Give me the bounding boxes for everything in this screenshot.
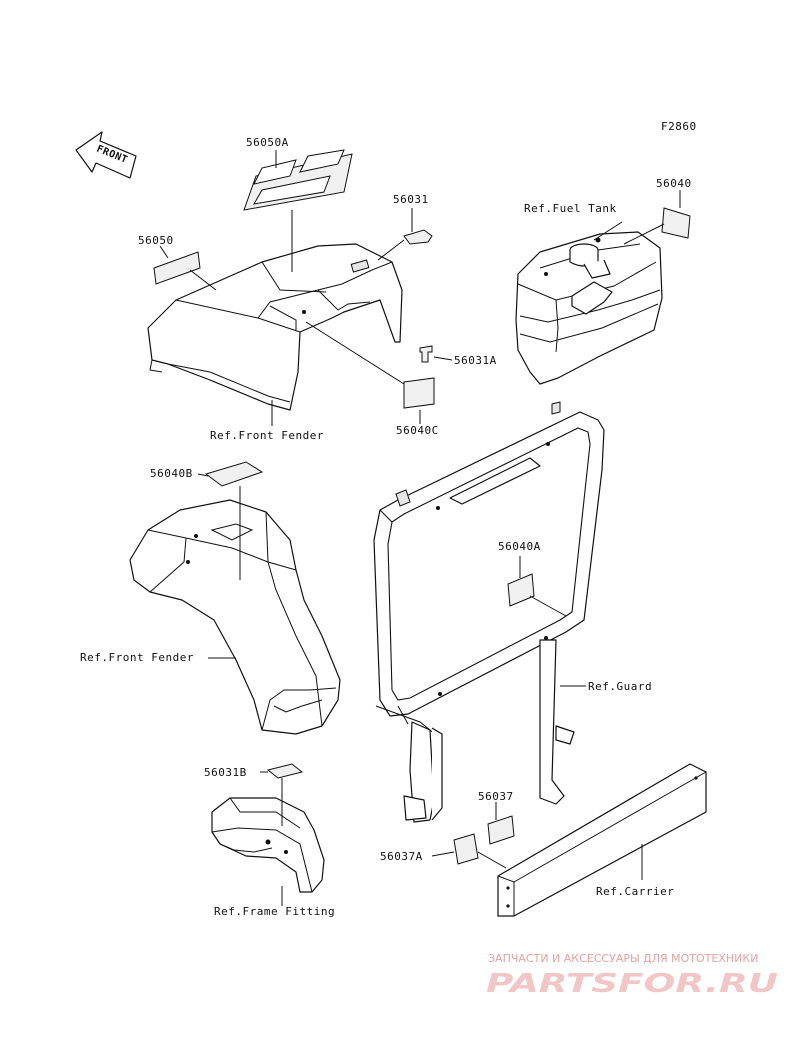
callout-ref-frame-fitting: Ref.Frame Fitting [214,905,335,918]
decal-56031a [419,345,433,363]
callout-56050a: 56050A [246,136,289,149]
callout-56040a: 56040A [498,540,541,553]
front-arrow-icon: FRONT [75,131,137,179]
callout-ref-guard: Ref.Guard [588,680,652,693]
guard [373,401,605,823]
callout-56040: 56040 [656,177,692,190]
decal-56031 [403,229,433,245]
callout-ref-fuel-tank: Ref.Fuel Tank [524,202,617,215]
decal-56040a [507,573,535,607]
decal-56031b [266,763,304,779]
callout-ref-front-fender-top: Ref.Front Fender [210,429,324,442]
decal-56040 [661,207,691,239]
watermark: ЗАПЧАСТИ И АКСЕССУАРЫ ДЛЯ МОТОТЕХНИКИ PA… [486,952,778,999]
callout-56037: 56037 [478,790,514,803]
front-fender [129,499,341,735]
callout-ref-front-fender-mid: Ref.Front Fender [80,651,194,664]
decal-56050a [243,149,353,211]
decal-56037a [453,833,479,865]
callout-56031a: 56031A [454,354,497,367]
callout-56050: 56050 [138,234,174,247]
decal-56040c [403,377,435,409]
watermark-brand: PARTSFOR.RU [486,969,778,999]
frame-fitting [211,797,325,893]
leader-lines [159,150,681,906]
decal-56037 [487,815,515,845]
callout-56040b: 56040B [150,467,193,480]
decal-56040b [204,461,264,487]
callout-56031b: 56031B [204,766,247,779]
watermark-subtitle: ЗАПЧАСТИ И АКСЕССУАРЫ ДЛЯ МОТОТЕХНИКИ [488,952,758,965]
figure-code: F2860 [661,120,697,133]
callout-ref-carrier: Ref.Carrier [596,885,674,898]
carrier [497,763,707,917]
callout-56040c: 56040C [396,424,439,437]
fuel-tank [515,231,663,385]
rear-fender-cover [147,243,403,411]
decal-56050 [153,251,201,285]
callout-56037a: 56037A [380,850,423,863]
callout-56031: 56031 [393,193,429,206]
